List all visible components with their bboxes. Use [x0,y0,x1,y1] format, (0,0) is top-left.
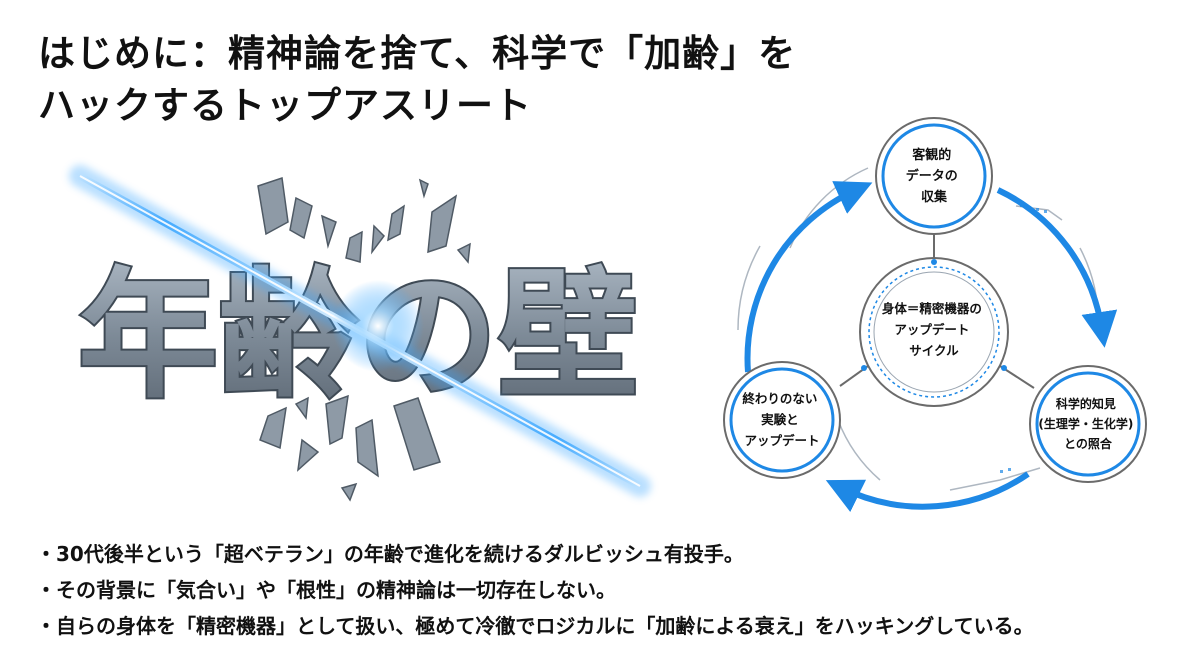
flow-arrows [744,181,1118,513]
node-science-line-1: 科学的知見 [1056,396,1116,411]
center-ring: 身体＝精密機器の アップデート サイクル [859,257,1009,407]
bullet-item-3: 自らの身体を「精密機器」として扱い、極めて冷徹でロジカルに「加齢による衰え」をハ… [36,608,1176,644]
node-data-collection: 客観的 データの 収集 [875,117,993,235]
center-label-line-3: サイクル [909,343,959,358]
svg-text:客観的 データの 収集: 客観的 データの 収集 [906,147,963,205]
node-science-line-2: (生理学・生化学) [1038,416,1133,431]
bullet-item-1: 30代後半という「超ベテラン」の年齢で進化を続けるダルビッシュ有投手。 [36,536,1176,572]
svg-text:終わりのない 実験と アップデート: 終わりのない 実験と アップデート [742,391,821,448]
node-endless-experiment: 終わりのない 実験と アップデート [723,361,841,479]
title-line-2: ハックするトップアスリート [38,84,532,127]
center-label-line-2: アップデート [894,322,969,337]
title-line-1: はじめに：精神論を捨て、科学で「加齢」を [38,32,797,75]
node-experiment-line-2: 実験と [761,412,799,427]
bullet-list: 30代後半という「超ベテラン」の年齢で進化を続けるダルビッシュ有投手。 その背景… [36,536,1176,644]
node-data-line-1: 客観的 [912,147,951,163]
svg-text:身体＝精密機器の アップデート サイ: 身体＝精密機器の アップデート サイクル [882,301,986,358]
center-label-line-1: 身体＝精密機器の [882,301,982,316]
node-scientific-knowledge: 科学的知見 (生理学・生化学) との照合 [1029,365,1147,483]
page-title: はじめに：精神論を捨て、科学で「加齢」を ハックするトップアスリート [38,28,938,132]
svg-text:科学的知見 (生理学・生化学) との: 科学的知見 (生理学・生化学) との照合 [1038,396,1137,451]
arrow-science-to-experiment [825,471,1030,513]
light-beam [69,165,651,497]
arrow-experiment-to-data [744,181,873,373]
node-experiment-line-3: アップデート [744,433,819,448]
node-data-line-2: データの [906,168,958,184]
arrow-data-to-science [996,187,1118,348]
bullet-item-2: その背景に「気合い」や「根性」の精神論は一切存在しない。 [36,572,1176,608]
node-experiment-line-1: 終わりのない [742,391,817,406]
stone-shards [257,177,471,502]
node-science-line-3: との照合 [1064,436,1113,451]
node-data-line-3: 収集 [921,189,948,205]
